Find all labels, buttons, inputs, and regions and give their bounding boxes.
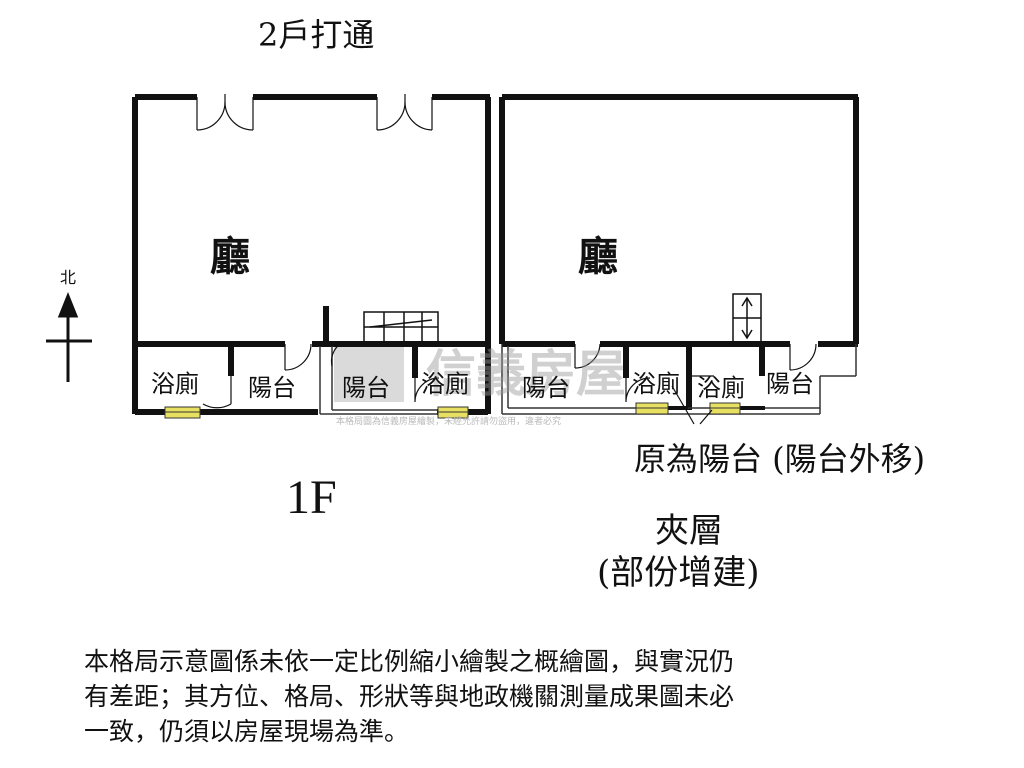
room-balcony-1: 陽台 bbox=[248, 374, 296, 402]
room-left-hall: 廳 bbox=[210, 233, 250, 280]
room-bath-2: 浴廁 bbox=[421, 370, 469, 398]
left-interior-doors bbox=[202, 343, 440, 409]
left-stairs bbox=[363, 311, 439, 343]
room-balcony-4: 陽台 bbox=[766, 370, 814, 398]
room-bath-3: 浴廁 bbox=[632, 370, 680, 398]
mezzanine-label: 夾層 bbox=[655, 511, 723, 551]
right-unit-walls bbox=[499, 94, 859, 410]
right-stairs bbox=[732, 293, 762, 343]
floor-label: 1F bbox=[286, 471, 337, 524]
disclaimer: 本格局示意圖係未依一定比例縮小繪製之概繪圖，與實況仍 有差距；其方位、格局、形狀… bbox=[84, 644, 904, 749]
left-windows bbox=[164, 406, 469, 419]
room-bath-4: 浴廁 bbox=[697, 374, 745, 402]
balcony-note: 原為陽台 (陽台外移) bbox=[634, 440, 926, 478]
watermark-logo-mark bbox=[334, 342, 404, 402]
compass-label: 北 bbox=[60, 268, 77, 287]
note-pointers bbox=[671, 385, 713, 425]
room-bath-1: 浴廁 bbox=[151, 370, 199, 398]
plan-title: 2戶打通 bbox=[258, 16, 375, 54]
room-balcony-3: 陽台 bbox=[522, 374, 570, 402]
mezzanine-sublabel: (部份增建) bbox=[597, 553, 760, 593]
room-balcony-2: 陽台 bbox=[342, 374, 390, 402]
room-right-hall: 廳 bbox=[578, 233, 618, 280]
right-windows bbox=[635, 402, 741, 415]
right-interior-doors bbox=[574, 343, 817, 403]
watermark-logo: 信義房屋 bbox=[426, 344, 626, 403]
disclaimer-line-2: 有差距；其方位、格局、形狀等與地政機關測量成果圖未必 bbox=[84, 682, 735, 711]
left-top-doors bbox=[196, 94, 433, 131]
disclaimer-line-3: 一致，仍須以房屋現場為準。 bbox=[84, 717, 410, 746]
watermark-text: 本格局圖為信義房屋繪製，未經允許請勿盜用，違者必究 bbox=[336, 417, 562, 427]
compass-icon bbox=[46, 291, 92, 382]
disclaimer-line-1: 本格局示意圖係未依一定比例縮小繪製之概繪圖，與實況仍 bbox=[84, 647, 735, 676]
